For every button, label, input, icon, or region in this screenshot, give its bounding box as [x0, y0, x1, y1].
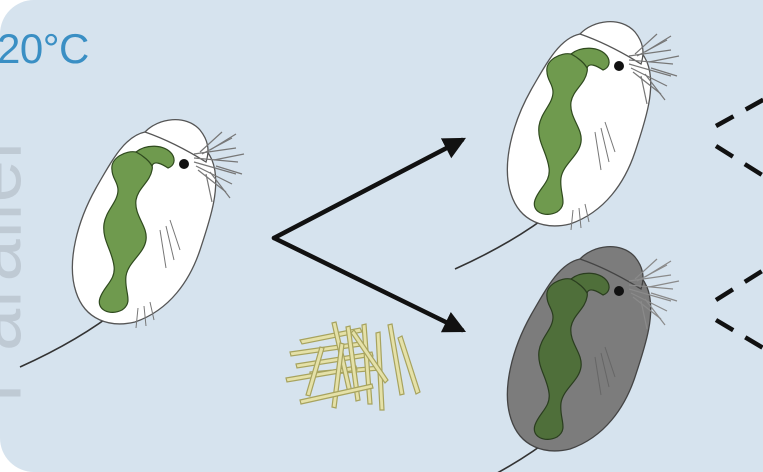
dash-upper-b: [716, 146, 763, 180]
branch-arrows: [274, 140, 462, 330]
daphnia-control-icon: [455, 22, 679, 269]
arrow-upper: [274, 140, 462, 238]
dashed-continuations: [716, 96, 763, 352]
arrow-lower: [274, 238, 462, 330]
daphnia-parent-icon: .body { fill: #ffffff; stroke: #555; str…: [20, 120, 244, 367]
dash-lower-a: [716, 266, 763, 300]
filaments-icon: [286, 322, 420, 410]
dash-lower-b: [716, 320, 763, 352]
daphnia-exposed-icon: [455, 247, 679, 472]
dash-upper-a: [716, 96, 763, 126]
